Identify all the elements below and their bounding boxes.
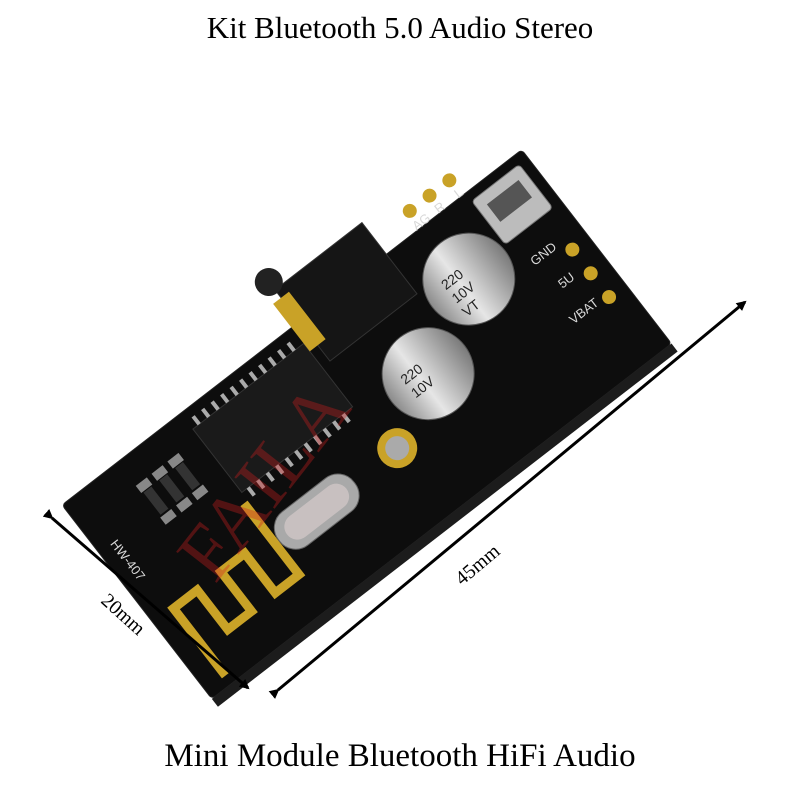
resistor-array	[135, 452, 209, 525]
product-subtitle: Mini Module Bluetooth HiFi Audio	[164, 738, 636, 774]
width-dimension-arrow	[42, 508, 250, 690]
length-label: 45mm	[451, 540, 505, 590]
length-dimension-arrow	[268, 300, 747, 699]
product-title: Kit Bluetooth 5.0 Audio Stereo	[206, 10, 594, 45]
